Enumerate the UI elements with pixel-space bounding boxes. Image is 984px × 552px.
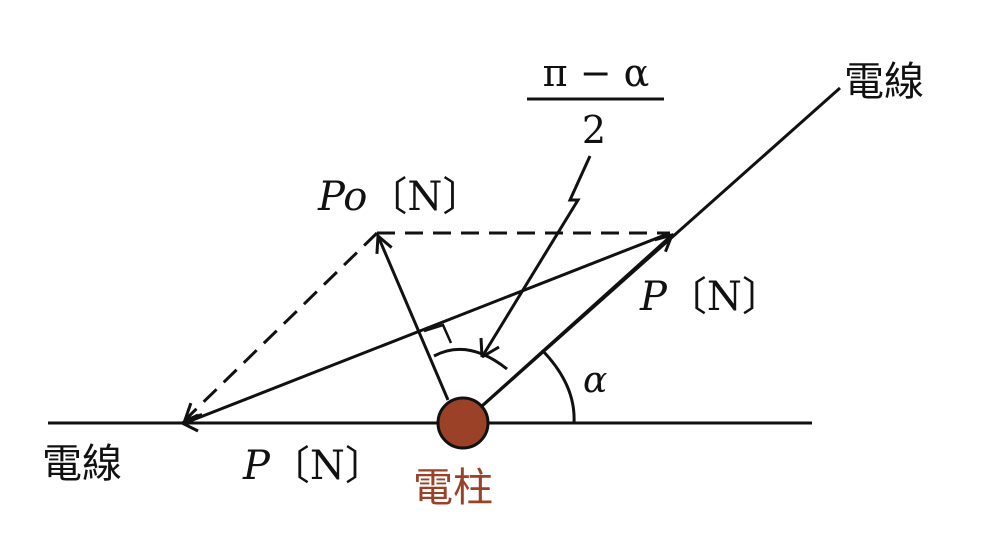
p-right-unit: 〔N〕 — [667, 274, 782, 320]
diagonal-line — [184, 231, 671, 425]
right-angle-mark — [423, 323, 453, 344]
po-label: Po〔N〕 — [317, 174, 482, 220]
po-arrow — [378, 236, 450, 401]
fraction-denominator: 2 — [582, 108, 606, 152]
p-right-var: P — [639, 274, 668, 320]
dashed-diagonal-line — [185, 231, 379, 420]
p-bottom-label: P〔N〕 — [242, 443, 385, 489]
lightning-pointer-head — [479, 337, 500, 359]
fraction-numerator: π − α — [543, 51, 650, 95]
p-right-arrow — [461, 235, 672, 425]
po-var: Po — [317, 174, 367, 220]
p-bottom-unit: 〔N〕 — [270, 443, 385, 489]
utility-pole — [436, 396, 490, 450]
p-bottom-var: P — [242, 443, 271, 489]
wire-left-label: 電線 — [42, 441, 122, 487]
alpha-arc — [540, 348, 576, 424]
pole-label: 電柱 — [413, 465, 493, 511]
po-unit: 〔N〕 — [367, 174, 482, 220]
lightning-pointer — [480, 155, 592, 358]
half-angle-arc — [433, 347, 508, 371]
alpha-label: α — [583, 360, 607, 401]
wire-right-label: 電線 — [844, 59, 924, 105]
p-right-label: P〔N〕 — [639, 274, 782, 320]
